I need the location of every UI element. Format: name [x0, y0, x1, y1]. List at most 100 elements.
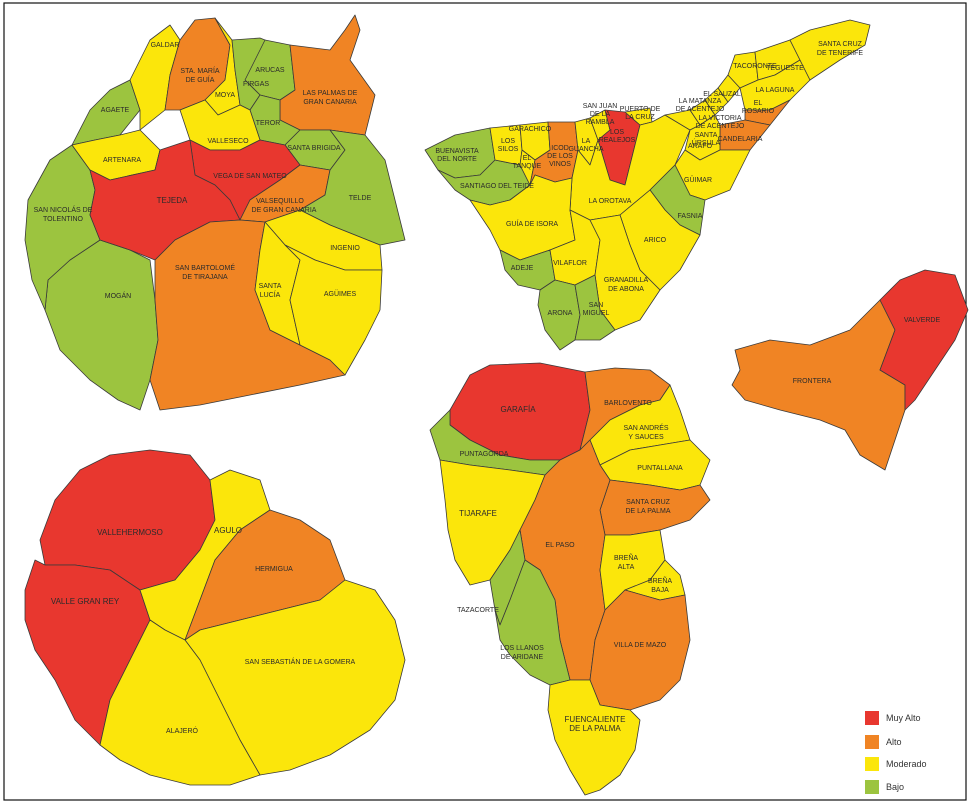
label-el-tanque-1: EL: [523, 155, 532, 162]
legend-swatch-bajo: [865, 780, 879, 794]
label-buenavista-1: BUENAVISTA: [435, 148, 479, 155]
label-la-victoria-1: LA VICTORIA: [698, 115, 741, 122]
legend-label-bajo: Bajo: [886, 782, 904, 792]
label-tegueste: TEGUESTE: [766, 65, 804, 72]
label-agulo: AGULO: [214, 526, 242, 535]
region-granadilla[interactable]: [589, 214, 661, 331]
label-valsequillo-1: VALSEQUILLO: [256, 198, 304, 205]
label-san-miguel-1: SAN: [589, 302, 603, 309]
label-los-silos-1: LOS: [501, 138, 515, 145]
label-moya: MOYA: [215, 92, 235, 99]
label-tijarafe: TIJARAFE: [459, 509, 497, 518]
label-tacoronte: TACORONTE: [733, 63, 777, 70]
label-la-matanza-1: LA MATANZA: [679, 98, 722, 105]
label-la-matanza-2: DE ACENTEJO: [676, 106, 725, 113]
region-valverde[interactable]: [879, 269, 969, 411]
label-fuencaliente-1: FUENCALIENTE: [565, 715, 626, 724]
label-santa-lucia-2: LUCÍA: [260, 290, 281, 299]
label-los-llanos-2: DE ARIDANE: [501, 654, 544, 661]
label-vega-san-mateo: VEGA DE SAN MATEO: [213, 173, 287, 180]
label-puntallana: PUNTALLANA: [637, 465, 683, 472]
region-san-miguel[interactable]: [574, 274, 616, 341]
label-icod-3: VINOS: [549, 161, 571, 168]
label-brena-alta-1: BREÑA: [614, 553, 638, 562]
label-frontera: FRONTERA: [793, 378, 832, 385]
legend-label-alto: Alto: [886, 737, 902, 747]
region-santa-cruz-tenerife[interactable]: [789, 19, 871, 81]
label-fasnia: FASNIA: [678, 213, 703, 220]
label-santa-ursula-1: SANTA: [695, 132, 718, 139]
label-santa-maria-guia-2: DE GUÍA: [186, 75, 215, 84]
label-el-rosario-2: ROSARIO: [742, 108, 775, 115]
label-vallehermoso: VALLEHERMOSO: [97, 528, 163, 537]
label-san-nicolas-2: TOLENTINO: [43, 216, 83, 223]
label-san-bartolome-1: SAN BARTOLOMÉ: [175, 263, 235, 272]
label-los-realejos-2: REALEJOS: [599, 137, 636, 144]
region-los-llanos[interactable]: [494, 559, 571, 686]
label-valverde: VALVERDE: [904, 317, 941, 324]
label-santa-cruz-palma-2: DE LA PALMA: [625, 508, 670, 515]
label-santiago-teide: SANTIAGO DEL TEIDE: [460, 183, 534, 190]
label-santa-cruz-tenerife-1: SANTA CRUZ: [818, 41, 863, 48]
label-teror: TEROR: [256, 120, 281, 127]
label-arafo: ARAFO: [688, 143, 713, 150]
label-puerto-cruz-2: LA CRUZ: [625, 114, 655, 121]
label-telde: TELDE: [349, 195, 372, 202]
label-las-palmas-1: LAS PALMAS DE: [303, 90, 358, 97]
label-alajero: ALAJERÓ: [166, 726, 198, 735]
label-candelaria: CANDELARIA: [718, 136, 763, 143]
label-arucas: ARUCAS: [255, 67, 285, 74]
island-gran-canaria: GALDAR STA. MARÍA DE GUÍA ARUCAS AGAETE …: [24, 14, 406, 411]
label-las-palmas-2: GRAN CANARIA: [303, 99, 357, 106]
label-granadilla-2: DE ABONA: [608, 286, 644, 293]
label-el-sauzal: EL SAUZAL: [703, 91, 741, 98]
label-brena-alta-2: ALTA: [618, 564, 635, 571]
label-san-bartolome-2: DE TIRAJANA: [182, 274, 228, 281]
label-mogan: MOGÁN: [105, 291, 131, 300]
label-agaete: AGAETE: [101, 107, 130, 114]
label-los-realejos-1: LOS: [610, 129, 624, 136]
label-santa-brigida: SANTA BRIGIDA: [287, 145, 340, 152]
label-buenavista-2: DEL NORTE: [437, 156, 477, 163]
label-los-silos-2: SILOS: [498, 146, 519, 153]
label-puerto-cruz-1: PUERTO DE: [620, 106, 661, 113]
label-ingenio: INGENIO: [330, 245, 360, 252]
label-santa-maria-guia-1: STA. MARÍA: [180, 66, 219, 75]
label-el-rosario-1: EL: [754, 100, 763, 107]
label-el-tanque-2: TANQUE: [513, 163, 542, 170]
label-barlovento: BARLOVENTO: [604, 400, 652, 407]
legend: Muy Alto Alto Moderado Bajo: [865, 711, 927, 794]
label-san-juan-rambla-1: SAN JUAN: [583, 103, 618, 110]
region-villa-mazo[interactable]: [589, 589, 691, 711]
label-santa-ursula-2: ÚRSULA: [692, 138, 721, 147]
label-valleseco: VALLESECO: [207, 138, 249, 145]
label-san-sebastian: SAN SEBASTIÁN DE LA GOMERA: [245, 657, 356, 666]
label-santa-cruz-tenerife-2: DE TENERIFE: [817, 50, 863, 57]
label-tejeda: TEJEDA: [157, 196, 188, 205]
label-arico: ARICO: [644, 237, 667, 244]
legend-swatch-alto: [865, 735, 879, 749]
label-la-guancha-2: GUANCHA: [568, 146, 603, 153]
island-el-hierro: FRONTERA VALVERDE: [731, 269, 969, 471]
label-san-juan-rambla-2: DE LA: [590, 111, 611, 118]
label-santa-lucia-1: SANTA: [259, 283, 282, 290]
region-alajero[interactable]: [99, 619, 261, 786]
region-fuencaliente[interactable]: [547, 679, 641, 796]
label-san-nicolas-1: SAN NICOLÁS DE: [34, 205, 93, 214]
legend-label-moderado: Moderado: [886, 759, 927, 769]
label-santa-cruz-palma-1: SANTA CRUZ: [626, 499, 671, 506]
region-frontera[interactable]: [731, 299, 906, 471]
label-icod-1: ICOD: [551, 145, 569, 152]
label-galdar: GALDAR: [151, 42, 180, 49]
island-tenerife: TACORONTE TEGUESTE SANTA CRUZ DE TENERIF…: [424, 19, 871, 351]
label-villa-mazo: VILLA DE MAZO: [614, 642, 667, 649]
island-la-palma: GARAFÍA BARLOVENTO SAN ANDRÉS Y SAUCES P…: [429, 362, 711, 796]
region-aguimes[interactable]: [284, 244, 383, 376]
label-guimar: GÜIMAR: [684, 176, 712, 184]
label-san-juan-rambla-3: RAMBLA: [586, 119, 615, 126]
label-granadilla-1: GRANADILLA: [604, 277, 649, 284]
label-vilaflor: VILAFLOR: [553, 260, 587, 267]
region-el-rosario[interactable]: [744, 99, 791, 126]
